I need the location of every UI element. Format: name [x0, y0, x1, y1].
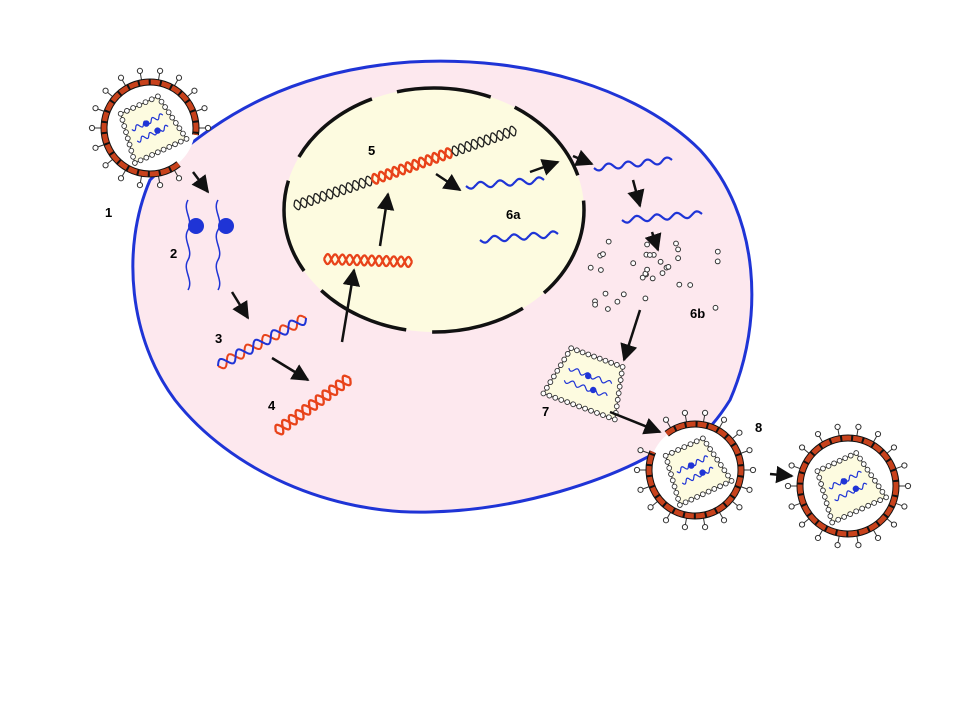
- double-stranded-viral-dna: [274, 374, 352, 436]
- arrow-7-to-8: [609, 410, 662, 435]
- capsid-rna: [136, 124, 169, 143]
- protein-particle: [642, 295, 649, 302]
- arrow-4-to-nucleus: [340, 268, 361, 343]
- mrna-strand: [621, 210, 703, 224]
- protein-particle: [675, 255, 681, 262]
- rna-dna-hybrid: [217, 314, 307, 370]
- protein-particle: [614, 298, 621, 305]
- flow-arrows: [191, 149, 794, 484]
- mrna-strand: [479, 230, 559, 244]
- step-labels: 1 2 3 4 5 6a 6b 7 8: [105, 143, 762, 435]
- protein-particle: [600, 251, 606, 258]
- protein-particle: [587, 264, 594, 271]
- protein-particle: [605, 306, 611, 312]
- arrow-release: [769, 465, 794, 484]
- step-label-4: 4: [268, 398, 276, 413]
- capsid-rna: [834, 482, 868, 502]
- reverse-transcriptase: [218, 218, 234, 234]
- step-label-1: 1: [105, 205, 112, 220]
- protein-particle: [714, 258, 721, 265]
- reverse-transcriptase: [188, 218, 204, 234]
- protein-particle: [620, 291, 627, 298]
- arrow-rna-down: [627, 179, 645, 208]
- arrow-integration: [376, 192, 395, 247]
- protein-particle: [676, 281, 683, 288]
- step-label-7: 7: [542, 404, 549, 419]
- protein-particle: [675, 246, 681, 253]
- mrna-strand: [465, 176, 545, 190]
- protein-particle: [714, 248, 721, 255]
- step-label-8: 8: [755, 420, 762, 435]
- capsid-rna: [563, 380, 608, 397]
- released-virion: [784, 423, 912, 549]
- protein-particle: [687, 282, 694, 288]
- arrow-to-proteins: [644, 231, 662, 252]
- protein-particle: [649, 275, 656, 282]
- arrow-2-to-3: [230, 291, 250, 320]
- protein-particle: [657, 258, 664, 265]
- step-label-6b: 6b: [690, 306, 705, 321]
- arrow-3-to-4: [271, 356, 310, 382]
- protein-particle: [639, 274, 646, 281]
- uncoated-rna: [185, 199, 234, 291]
- arrow-to-export: [529, 159, 560, 176]
- capsid-rna: [681, 466, 714, 485]
- protein-particle: [659, 270, 666, 277]
- assembling-capsid: [540, 345, 626, 423]
- budding-virion: [633, 409, 757, 531]
- viral-rna-transcripts: [465, 156, 703, 244]
- protein-particle: [665, 264, 672, 270]
- step-label-2: 2: [170, 246, 177, 261]
- protein-particle: [605, 238, 612, 245]
- arrow-5-to-6a: [435, 172, 462, 192]
- protein-particle: [647, 252, 653, 258]
- step-label-6a: 6a: [506, 207, 521, 222]
- arrow-1-to-2: [191, 171, 210, 194]
- protein-particle: [630, 260, 637, 267]
- protein-particle: [712, 304, 719, 311]
- protein-particle: [602, 290, 609, 297]
- protein-particle: [592, 301, 598, 308]
- protein-particle: [644, 241, 650, 248]
- step-label-5: 5: [368, 143, 375, 158]
- protein-particle: [598, 267, 604, 273]
- protein-particle: [644, 266, 650, 273]
- viral-dna-in-nucleus: [322, 252, 414, 269]
- step-label-3: 3: [215, 331, 222, 346]
- integrated-provirus: [293, 125, 517, 211]
- entering-virion: [88, 67, 212, 189]
- nucleus: [282, 86, 586, 334]
- mrna-strand: [593, 156, 673, 172]
- protein-particle: [673, 240, 679, 247]
- arrow-6b-to-7: [620, 309, 642, 362]
- arrow-export: [572, 149, 594, 166]
